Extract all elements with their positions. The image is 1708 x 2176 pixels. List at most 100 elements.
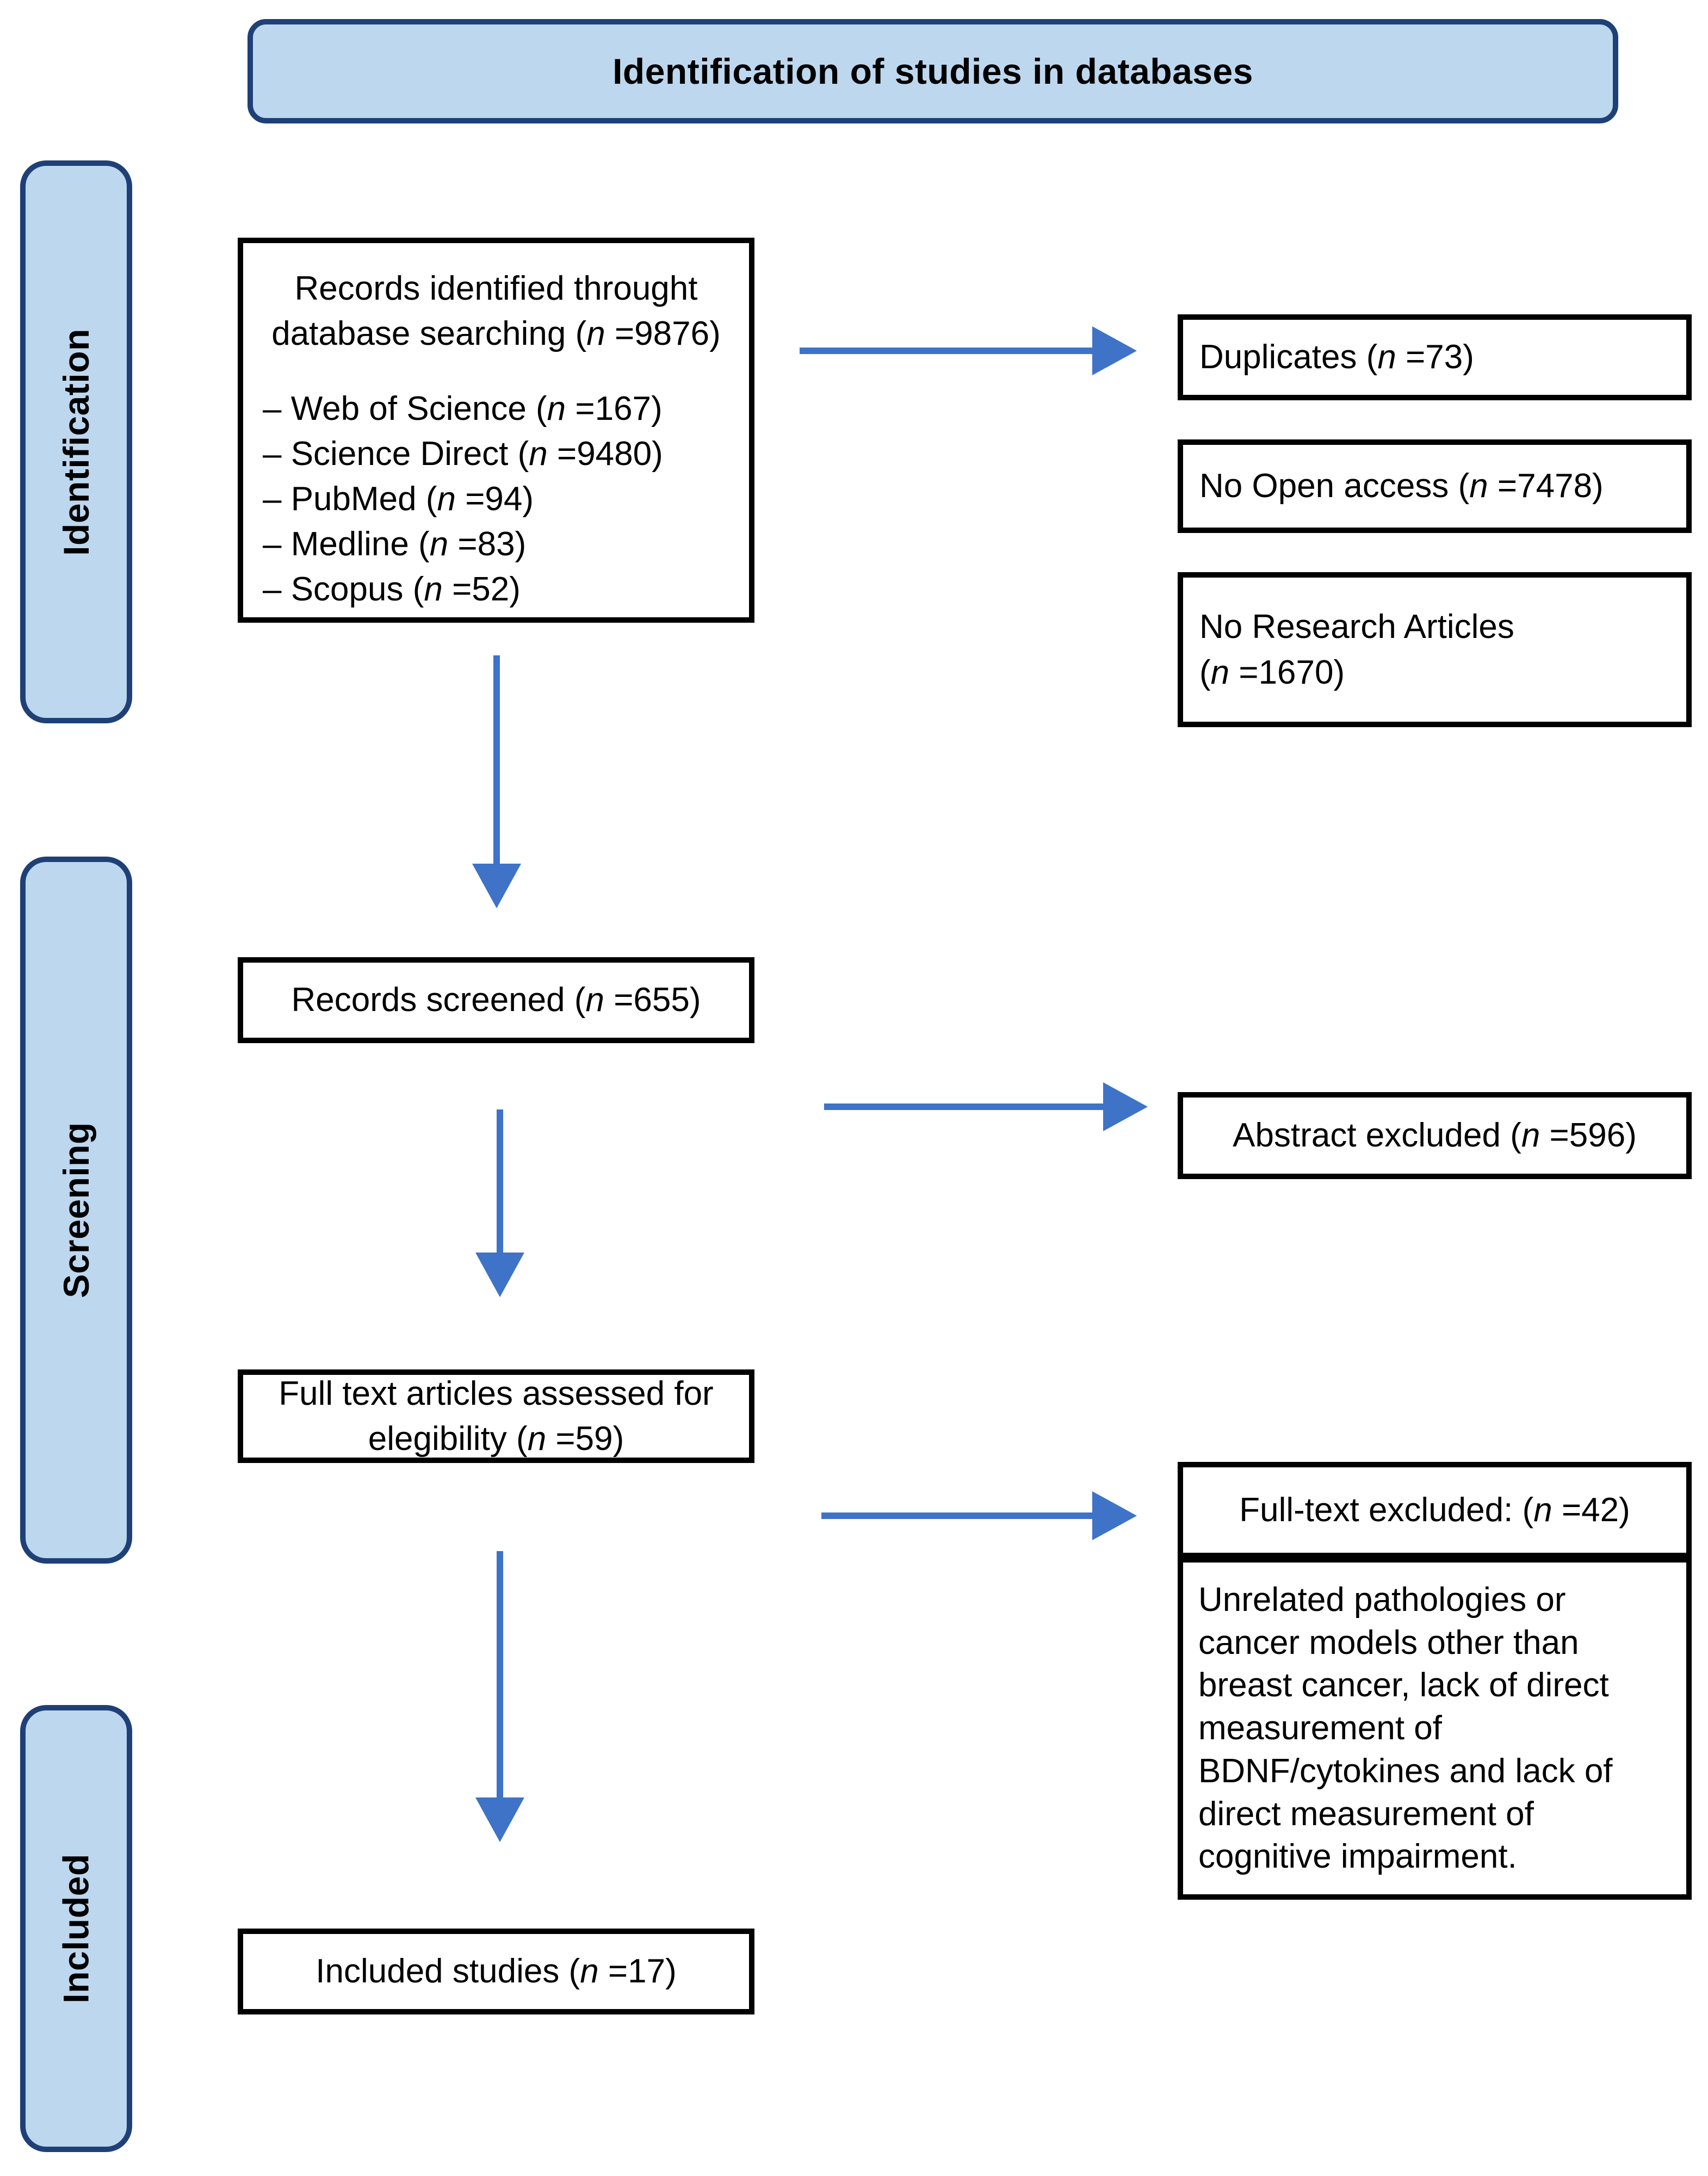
- label-pre: – Web of Science (: [263, 389, 547, 427]
- full-text-assessed-line1: Full text articles assessed for: [279, 1374, 714, 1412]
- arrow-screened-to-fulltext: [475, 1109, 525, 1297]
- excluded-reason-line: Unrelated pathologies or: [1198, 1581, 1566, 1619]
- label-post: =59): [546, 1420, 624, 1458]
- blank-line: [256, 356, 736, 386]
- arrow-fulltext-to-excluded: [821, 1491, 1137, 1541]
- source-item-pubmed: – PubMed (n =94): [256, 476, 736, 522]
- label-pre: – Scopus (: [263, 570, 424, 608]
- arrow-identified-to-screened: [472, 655, 522, 908]
- excluded-reason-line: direct measurement of: [1198, 1795, 1534, 1833]
- label-pre: Duplicates (: [1199, 338, 1378, 376]
- excluded-reason-line: cognitive impairment.: [1198, 1838, 1517, 1876]
- n-italic: n: [1377, 338, 1396, 376]
- n-italic: n: [1469, 467, 1488, 505]
- arrow-shaft: [824, 1104, 1103, 1110]
- stage-band-identification: Identification: [20, 160, 132, 723]
- label-post: =167): [566, 389, 663, 427]
- arrow-shaft: [493, 655, 500, 864]
- n-italic: n: [1533, 1491, 1552, 1529]
- label-post: =17): [598, 1952, 677, 1991]
- n-italic: n: [580, 1952, 599, 1991]
- header-title: Identification of studies in databases: [612, 51, 1253, 91]
- source-item-science-direct: – Science Direct (n =9480): [256, 431, 736, 476]
- label-pre: – Science Direct (: [263, 435, 529, 473]
- excluded-reason-line: cancer models other than: [1198, 1623, 1579, 1662]
- excluded-reason-line: breast cancer, lack of direct: [1198, 1666, 1609, 1704]
- n-italic: n: [527, 1420, 547, 1458]
- n-italic: n: [1210, 653, 1230, 691]
- n-italic: n: [547, 389, 566, 427]
- no-open-access-label: No Open access (n =7478): [1199, 463, 1678, 509]
- n-italic: n: [585, 981, 604, 1019]
- label-pre: Abstract excluded (: [1233, 1117, 1521, 1155]
- included-studies-label: Included studies (n =17): [315, 1949, 676, 1994]
- arrowhead-down-icon: [472, 864, 521, 908]
- label-post: =73): [1396, 338, 1474, 376]
- arrow-shaft: [497, 1551, 503, 1797]
- label-pre: (: [1199, 653, 1211, 691]
- arrowhead-down-icon: [475, 1253, 524, 1297]
- full-text-assessed-line2: elegibility (n =59): [368, 1416, 624, 1461]
- duplicates-box: Duplicates (n =73): [1178, 314, 1692, 400]
- stage-label-identification: Identification: [56, 328, 97, 556]
- no-research-articles-line2: (n =1670): [1199, 650, 1678, 695]
- excluded-reason-line: measurement of: [1198, 1709, 1442, 1747]
- source-item-scopus: – Scopus (n =52): [256, 567, 736, 612]
- abstract-excluded-label: Abstract excluded (n =596): [1233, 1113, 1637, 1158]
- included-studies-box: Included studies (n =17): [238, 1929, 754, 2014]
- header-banner: Identification of studies in databases: [247, 19, 1618, 123]
- label-pre: – PubMed (: [263, 480, 437, 518]
- n-italic: n: [429, 525, 449, 563]
- arrowhead-right-icon: [1103, 1082, 1148, 1131]
- records-identified-title-line1: Records identified throught: [294, 270, 698, 307]
- arrowhead-right-icon: [1092, 326, 1137, 375]
- label-post: =42): [1552, 1491, 1630, 1529]
- label-pre: Records screened (: [291, 981, 586, 1019]
- stage-label-screening: Screening: [56, 1122, 97, 1298]
- label-post: =7478): [1488, 467, 1604, 505]
- records-screened-label: Records screened (n =655): [291, 977, 701, 1022]
- arrow-shaft: [497, 1109, 503, 1253]
- no-open-access-box: No Open access (n =7478): [1178, 439, 1692, 533]
- full-text-excluded-reasons-box: Unrelated pathologies or cancer models o…: [1178, 1557, 1692, 1900]
- stage-label-included: Included: [56, 1853, 97, 2004]
- n-italic: n: [424, 570, 443, 608]
- label-pre: No Open access (: [1199, 467, 1470, 505]
- label-post: =655): [604, 981, 701, 1019]
- label-post: =596): [1540, 1117, 1637, 1155]
- label-post: =1670): [1229, 653, 1345, 691]
- arrow-shaft: [800, 348, 1092, 354]
- label-post: =9480): [547, 435, 663, 473]
- arrowhead-down-icon: [475, 1797, 524, 1842]
- arrow-identified-to-duplicates: [800, 326, 1137, 376]
- excluded-reason-line: BDNF/cytokines and lack of: [1198, 1752, 1613, 1790]
- arrow-screened-to-abstract-excluded: [824, 1082, 1148, 1132]
- label-post: =94): [456, 480, 534, 518]
- records-identified-box: Records identified throught database sea…: [238, 238, 754, 623]
- label-pre: – Medline (: [263, 525, 430, 563]
- source-item-web-of-science: – Web of Science (n =167): [256, 386, 736, 431]
- n-italic: n: [586, 315, 605, 353]
- source-item-medline: – Medline (n =83): [256, 522, 736, 567]
- stage-band-included: Included: [20, 1705, 132, 2152]
- duplicates-label: Duplicates (n =73): [1199, 334, 1678, 380]
- label-pre: Full-text excluded: (: [1239, 1491, 1534, 1529]
- n-italic: n: [437, 480, 456, 518]
- no-research-articles-box: No Research Articles (n =1670): [1178, 572, 1692, 727]
- abstract-excluded-box: Abstract excluded (n =596): [1178, 1092, 1692, 1179]
- label-pre: elegibility (: [368, 1420, 528, 1458]
- records-identified-title-line2: database searching (n =9876): [256, 311, 736, 356]
- full-text-assessed-box: Full text articles assessed for elegibil…: [238, 1369, 754, 1463]
- label-pre: database searching (: [271, 315, 587, 353]
- records-screened-box: Records screened (n =655): [238, 957, 754, 1043]
- label-post: =9876): [605, 315, 721, 353]
- label-post: =83): [448, 525, 527, 563]
- full-text-excluded-header-box: Full-text excluded: (n =42): [1178, 1462, 1692, 1558]
- arrow-shaft: [821, 1512, 1092, 1519]
- no-research-articles-line1: No Research Articles: [1199, 608, 1514, 646]
- arrowhead-right-icon: [1092, 1491, 1137, 1540]
- n-italic: n: [529, 435, 548, 473]
- label-post: =52): [442, 570, 521, 608]
- arrow-fulltext-to-included: [475, 1551, 525, 1842]
